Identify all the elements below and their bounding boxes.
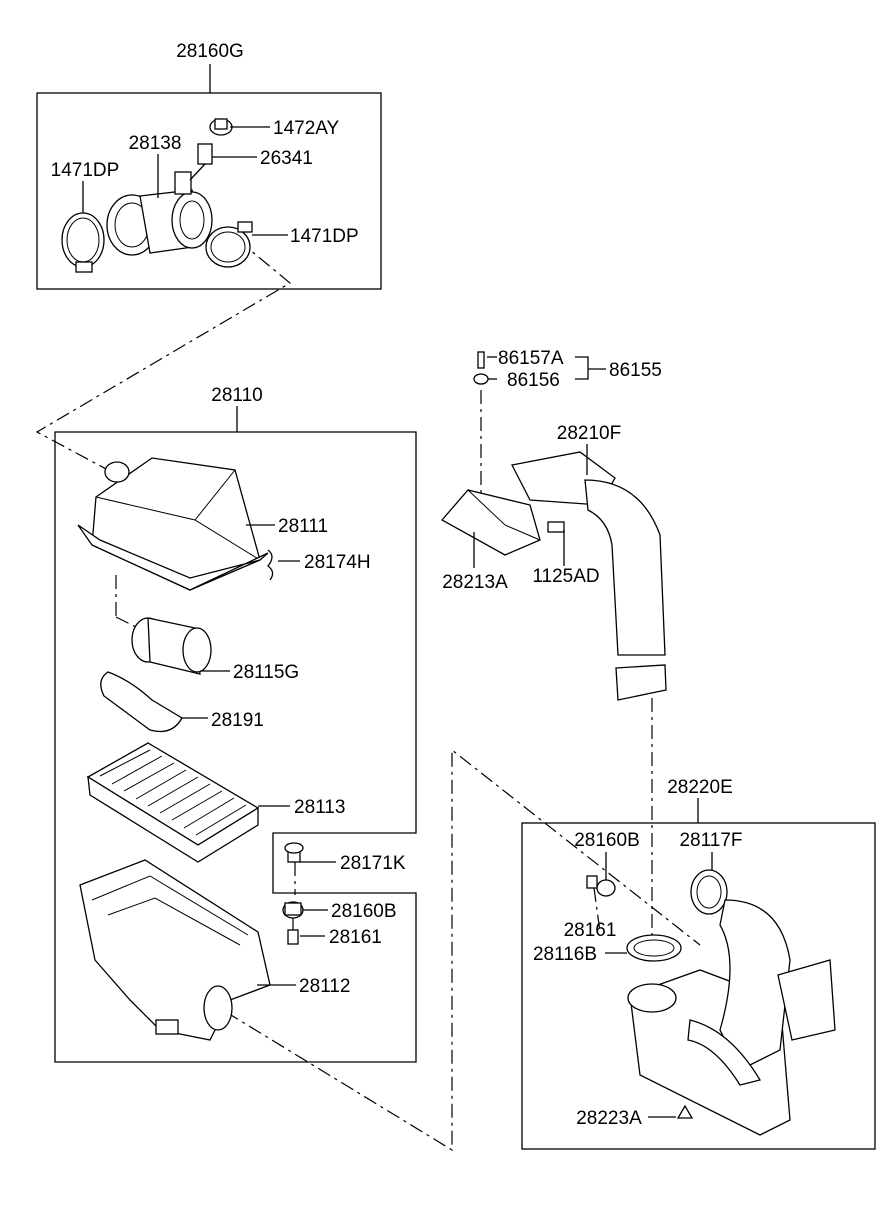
washer-86156	[473, 373, 489, 385]
labels: 28160G 1472AY 28138 26341 1471DP 1471DP …	[51, 41, 743, 1129]
label-28161-left: 28161	[329, 927, 382, 948]
label-86156: 86156	[507, 370, 560, 391]
label-1125ad: 1125AD	[532, 566, 599, 587]
sensor-26341	[189, 143, 213, 181]
label-28160b-right: 28160B	[574, 830, 640, 851]
duct-28115g	[131, 617, 212, 675]
lower-case-28112	[79, 859, 271, 1041]
box-resonator-kit	[521, 798, 876, 1150]
label-28138: 28138	[129, 133, 182, 154]
label-1471dp-right: 1471DP	[290, 226, 359, 247]
hose-28191	[100, 671, 183, 733]
label-28116b: 28116B	[533, 944, 597, 965]
bracket-28213a	[440, 489, 541, 556]
upper-case-28111	[77, 457, 269, 591]
dashed-connectors	[35, 239, 701, 1152]
label-28161-right: 28161	[564, 920, 617, 941]
bolt-28171k	[284, 842, 304, 863]
pin-28161-right	[586, 875, 598, 889]
box-top-kit	[36, 64, 382, 290]
ring-28116b	[626, 934, 682, 962]
label-26341: 26341	[260, 148, 313, 169]
label-28112: 28112	[299, 976, 350, 997]
label-28210f: 28210F	[557, 423, 621, 444]
label-28160b-left: 28160B	[331, 901, 397, 922]
label-86157a: 86157A	[498, 348, 564, 369]
label-1471dp-left: 1471DP	[51, 160, 120, 181]
label-28113: 28113	[294, 797, 345, 818]
label-86155: 86155	[609, 360, 662, 381]
label-28171k: 28171K	[340, 853, 406, 874]
label-28117f: 28117F	[679, 830, 742, 851]
label-1472ay: 1472AY	[273, 118, 340, 139]
grommet-28160b-left	[282, 901, 304, 919]
bolt-1472ay	[209, 118, 233, 136]
label-28115g: 28115G	[233, 662, 299, 683]
label-28213a: 28213A	[442, 572, 508, 593]
label-28111: 28111	[278, 516, 328, 537]
resonator-28220e	[627, 899, 836, 1136]
clamp-1471dp-right	[205, 221, 253, 268]
box-air-cleaner	[54, 406, 417, 1063]
pin-28161-left	[287, 929, 299, 945]
label-28160g: 28160G	[176, 41, 244, 62]
leader-lines	[82, 126, 713, 1118]
bolt-86157a	[477, 351, 485, 369]
clip-28174h	[267, 549, 274, 581]
label-28110: 28110	[211, 385, 262, 406]
filter-28113	[86, 742, 260, 863]
label-28174h: 28174H	[304, 552, 371, 573]
label-28220e: 28220E	[667, 777, 733, 798]
ring-28117f	[690, 869, 728, 915]
duct-hose-28210f	[511, 451, 667, 701]
clip-28223a	[676, 1104, 694, 1119]
bolt-1125ad	[547, 521, 565, 533]
air-flow-sensor-28138	[106, 171, 213, 256]
grommet-28160b-right	[596, 879, 616, 897]
label-28191: 28191	[211, 710, 264, 731]
label-28223a: 28223A	[576, 1108, 642, 1129]
clamp-1471dp-left	[61, 212, 105, 273]
